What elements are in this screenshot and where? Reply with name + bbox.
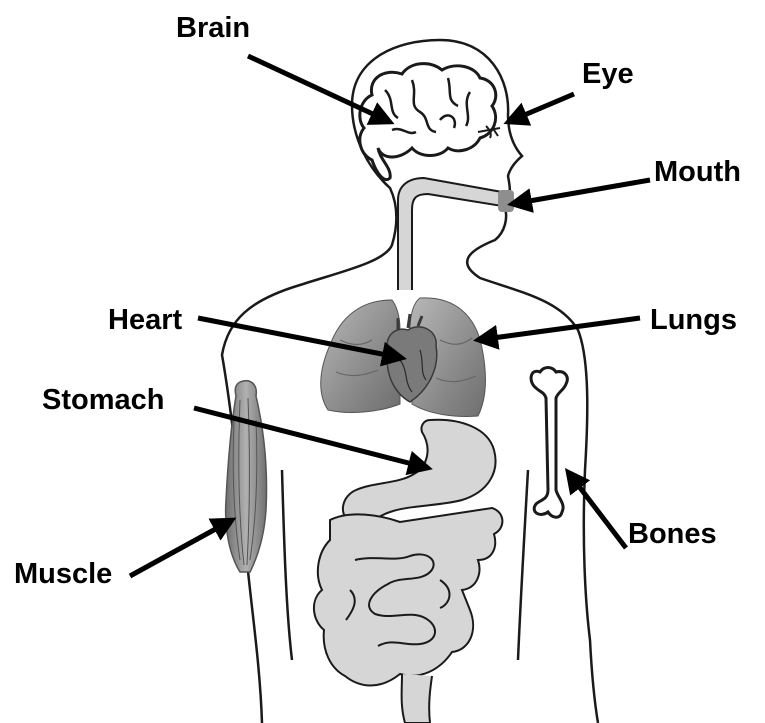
right-arm-inner-line xyxy=(518,470,528,660)
bone-icon xyxy=(531,368,567,518)
label-brain: Brain xyxy=(176,14,250,43)
brain-arrow xyxy=(248,56,390,122)
bones-arrow xyxy=(568,472,626,548)
brain-icon xyxy=(360,64,496,180)
intestines-icon xyxy=(314,508,502,723)
mouth-icon xyxy=(498,190,514,212)
mouth-arrow xyxy=(512,180,650,204)
label-muscle: Muscle xyxy=(14,560,112,589)
label-mouth: Mouth xyxy=(654,158,741,187)
label-bones: Bones xyxy=(628,520,717,549)
left-arm-inner-line xyxy=(282,470,292,660)
label-heart: Heart xyxy=(108,306,182,335)
label-eye: Eye xyxy=(582,60,634,89)
esophagus xyxy=(398,178,502,290)
lungs-arrow xyxy=(478,318,640,340)
eye-arrow xyxy=(508,94,574,122)
label-lungs: Lungs xyxy=(650,306,737,335)
stomach-icon xyxy=(343,420,496,525)
muscle-arrow xyxy=(130,520,232,576)
label-stomach: Stomach xyxy=(42,386,164,415)
muscle-icon xyxy=(226,381,267,572)
